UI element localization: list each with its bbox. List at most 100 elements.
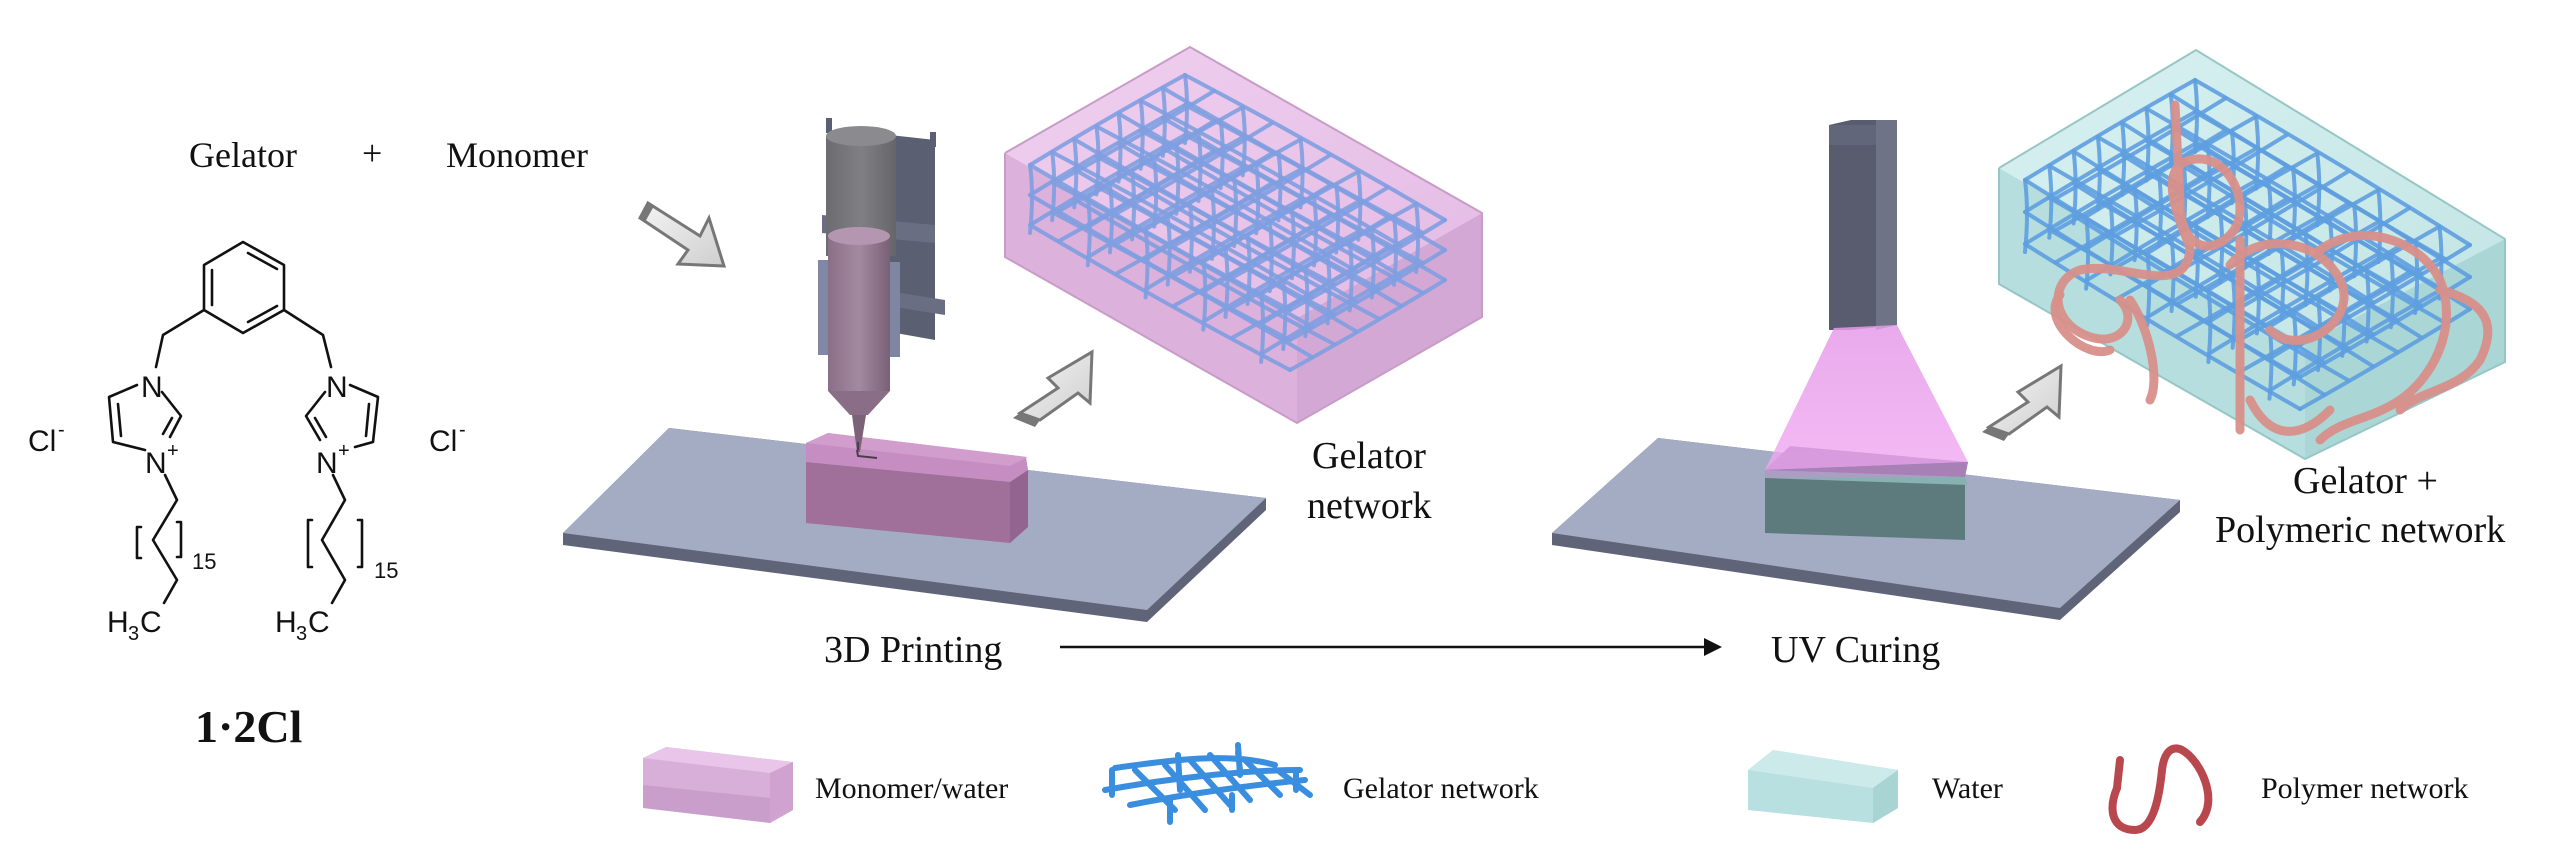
mesh-strand [2291,310,2298,387]
mesh-strand [1276,150,1283,223]
mesh-strand [2205,143,2212,220]
right-n-plus-atom: N [316,447,338,480]
hybrid-network-caption: Gelator + Polymeric network [2215,460,2505,551]
mesh-strand [2156,171,2163,248]
left-n-plus-charge: + [167,440,179,462]
left-n-plus-atom: N [145,447,167,480]
polymer-strand-icon [2108,744,2213,835]
mesh-strand [2236,270,2411,375]
mesh-strand [1165,214,1172,287]
reaction-header: Gelator + Monomer [189,133,588,175]
mesh-strand [1230,215,1390,310]
mesh-strand [1240,105,1247,178]
mesh-strand [1152,156,1159,229]
legend-label: Monomer/water [815,772,1008,805]
mesh-strand [1254,163,1261,236]
mesh-strand [2047,163,2054,240]
mesh-strand [2095,199,2375,369]
legend-label: Gelator network [1343,772,1539,805]
mesh-strand [1245,233,1252,306]
left-imidazolium-ring: N N + [107,371,183,480]
left-n-atom: N [141,371,163,404]
monomer-label: Monomer [446,135,588,175]
mesh-strand [1391,214,1398,287]
plus-sign: + [362,133,382,173]
mesh-strand [1288,278,1447,372]
chloride-symbol: Cl [28,425,56,458]
legend-item-monomer-water: Monomer/water [643,747,1008,823]
benzene-ring [202,240,286,335]
mesh-strand [1414,201,1421,274]
right-terminal-c: C [308,606,330,639]
mesh-strand [2254,114,2261,191]
mesh-strand [2303,230,2310,307]
mesh-strand [2230,273,2237,350]
gelator-network-mesh [1028,73,1447,372]
mesh-strand [2193,78,2472,247]
mesh-strand [1114,151,1274,246]
mesh-strand [1172,213,1332,308]
caption-line-2: network [1307,485,1432,527]
mesh-strand [1267,221,1274,294]
mesh-strand [2095,135,2102,212]
chloride-charge: - [459,419,466,441]
mesh-strand [1160,85,1167,158]
right-n-atom: N [326,371,348,404]
mesh-strand [1325,253,1332,326]
right-chloride-ion: Cl - [429,419,466,458]
legend-item-polymer-network: Polymer network [2108,744,2468,835]
printing-step-label: 3D Printing [824,629,1002,671]
gelator-network-caption: Gelator network [1307,435,1432,527]
printing-stage [563,118,1266,622]
mesh-strand [1298,137,1305,210]
mesh-strand [1232,176,1239,249]
mesh-strand [2327,216,2334,293]
mesh-strand [1218,118,1225,191]
mesh-strand [2144,106,2424,276]
chloride-charge: - [58,419,65,441]
legend-item-water: Water [1748,750,2003,823]
right-repeat-count: 15 [374,558,398,583]
molecule-structure: N N + N N + Cl - Cl - 15 H [28,240,466,752]
mesh-strand [1230,245,1390,340]
legend-label: Water [1932,772,2003,805]
right-alkyl-chain: 15 H 3 C [275,473,398,645]
mesh-strand [1138,98,1403,248]
mesh-strand [1312,195,1319,268]
mesh-strand [1356,169,1363,242]
mesh-strand [1050,210,1315,360]
arrow-to-hybrid-network-icon [1982,363,2063,441]
mesh-strand [2047,227,2327,397]
chloride-symbol: Cl [429,425,457,458]
mesh-strand [1094,154,1359,304]
curing-stage [1552,120,2180,620]
left-methylene-bond [154,308,206,369]
mesh-strand [2144,106,2151,183]
mesh-strand [2376,188,2383,264]
mesh-strand [1281,279,1288,352]
mesh-strand [1138,98,1145,171]
mesh-strand [2388,253,2395,330]
mesh-strand [2023,242,2302,411]
mesh-strand [1138,128,1403,278]
left-repeat-count: 15 [192,549,216,574]
mesh-strand [1143,227,1150,300]
left-terminal-sub: 3 [128,623,139,645]
mesh-strand [2206,288,2213,364]
legend: Monomer/water Gelator network Water Poly… [643,742,2468,835]
mesh-strand [1201,259,1208,332]
mesh-strand [1056,149,1216,244]
mesh-strand [1183,103,1447,252]
right-methylene-bond [282,308,333,369]
legend-label: Polymer network [2261,772,2468,805]
mesh-strand [2120,120,2127,197]
mesh-strand [2315,151,2322,228]
mesh-strand [1028,223,1292,372]
mesh-strand [1114,181,1274,276]
mesh-strand [2290,165,2297,242]
mesh-strand [1107,182,1114,255]
mesh-strand [1094,124,1101,197]
right-imidazolium-ring: N N + [304,371,380,480]
mesh-strand [1050,150,1057,223]
